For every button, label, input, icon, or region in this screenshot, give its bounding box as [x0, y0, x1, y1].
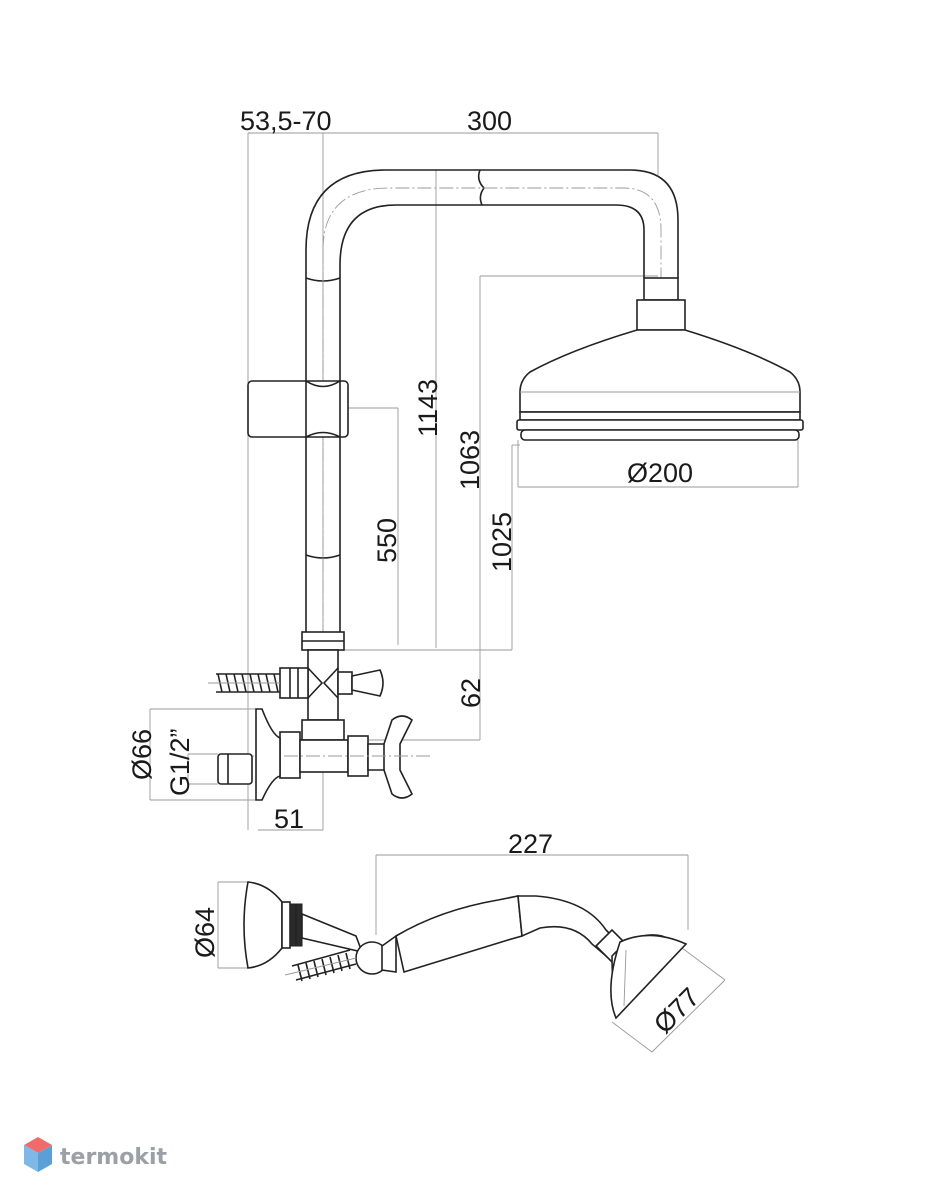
- dim-hand-holder-diameter: Ø64: [190, 907, 220, 958]
- hand-shower-holder: [243, 881, 389, 975]
- dimension-labels: 53,5-70 300 1143 1063 1025 550 62 Ø200 Ø…: [127, 106, 705, 1039]
- dim-head-height: 1063: [455, 430, 485, 490]
- termokit-logo: termokit: [24, 1137, 167, 1172]
- hand-shower-hose: [284, 949, 357, 982]
- rail-bracket: [247, 380, 349, 438]
- dim-hand-shower-length: 227: [508, 829, 553, 859]
- dim-total-height: 1143: [413, 379, 443, 437]
- dim-thread: G1/2”: [165, 728, 195, 796]
- dim-valve-offset: 62: [456, 678, 486, 708]
- dim-valve-depth: 51: [274, 804, 304, 834]
- dim-wall-offset: 53,5-70: [240, 106, 332, 136]
- hand-shower: [381, 895, 688, 1020]
- riser-rail: [305, 169, 679, 690]
- diverter-valve: [217, 631, 430, 801]
- dim-hand-head-diameter: Ø77: [648, 982, 705, 1039]
- dim-holder-height: 550: [372, 518, 402, 563]
- hose-spring-upper: [208, 673, 280, 693]
- brand-name: termokit: [60, 1145, 167, 1170]
- logo-cube-left: [24, 1145, 38, 1172]
- overhead-shower-head: [516, 277, 804, 441]
- logo-cube-right: [38, 1145, 52, 1172]
- dim-rail-top: 1025: [487, 512, 517, 572]
- dim-arm-length: 300: [467, 106, 512, 136]
- termokit-cube-icon: [24, 1137, 52, 1172]
- dim-flange-diameter: Ø66: [127, 729, 157, 780]
- dim-shower-head-diameter: Ø200: [627, 458, 693, 488]
